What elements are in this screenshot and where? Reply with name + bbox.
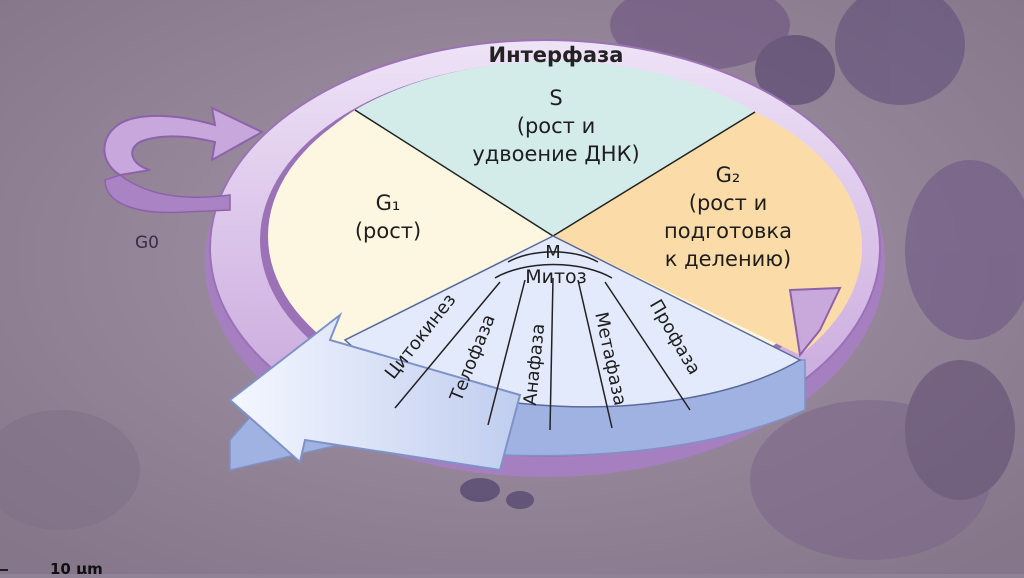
s-sector	[355, 61, 755, 237]
g2-sector-text: G₂ (рост и подготовка к делению)	[664, 163, 792, 271]
g1-sector-text: G₁ (рост)	[355, 191, 421, 243]
s-sector-text: S (рост и удвоение ДНК)	[472, 86, 639, 166]
g1-sector	[277, 110, 553, 340]
g2-desc-line2: подготовка	[664, 219, 792, 243]
g2-sector	[553, 112, 863, 355]
g2-desc-line3: к делению)	[665, 247, 791, 271]
s-desc-line2: удвоение ДНК)	[472, 142, 639, 166]
scale-label: 10 μm	[50, 560, 103, 574]
g2-label: G₂	[716, 163, 741, 187]
g1-label: G₁	[376, 191, 401, 215]
s-label: S	[549, 86, 562, 110]
m-label: M	[545, 242, 561, 263]
mitosis-block	[228, 235, 806, 472]
g1-desc: (рост)	[355, 219, 421, 243]
s-desc-line1: (рост и	[517, 114, 595, 138]
ring-arrow-head	[788, 286, 842, 358]
g2-desc-line1: (рост и	[689, 191, 767, 215]
g0-loop-arrow	[103, 106, 265, 214]
g0-label: G0	[135, 233, 159, 253]
interphase-label: Интерфаза	[489, 43, 624, 67]
background-cells	[460, 0, 1024, 560]
mitosis-arrow	[228, 311, 522, 472]
mitosis-label: Митоз	[525, 266, 587, 288]
